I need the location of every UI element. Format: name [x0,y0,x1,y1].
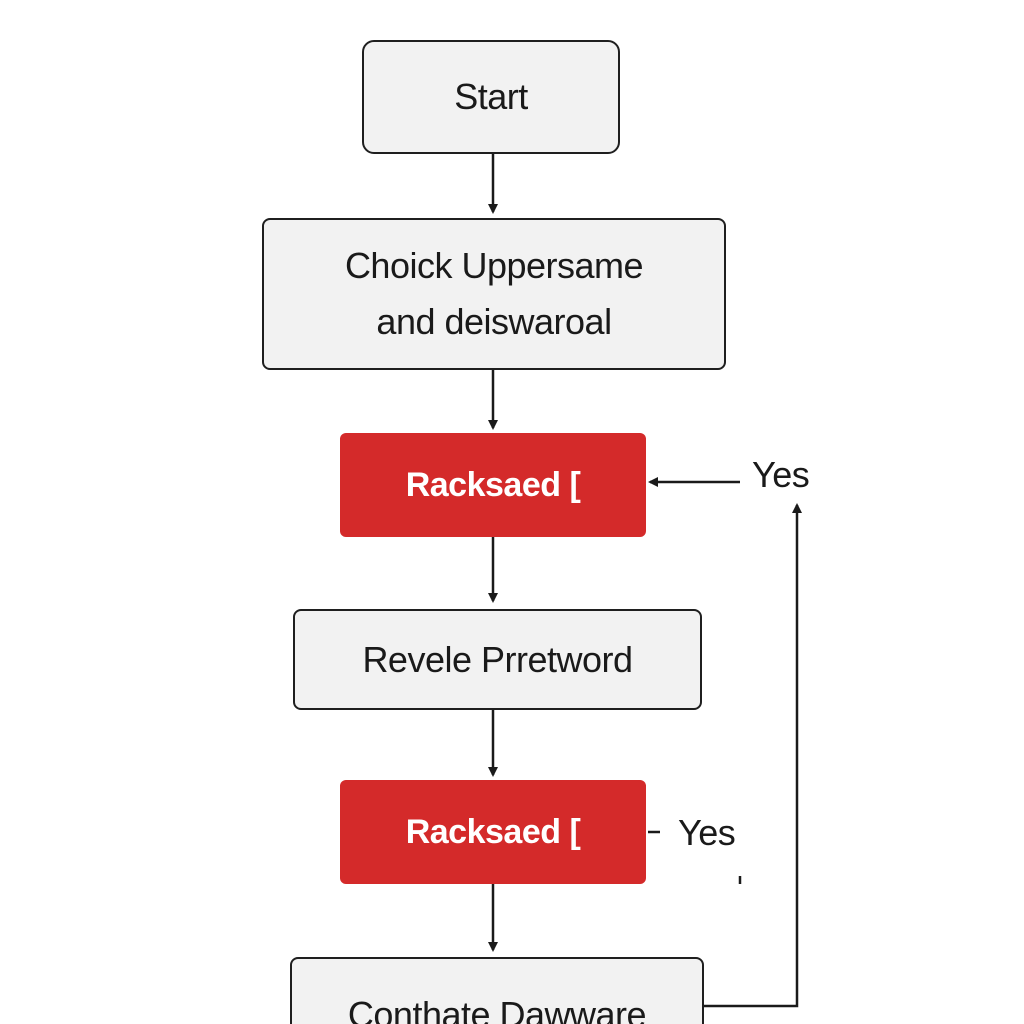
edge-label-yes-top: Yes [752,454,810,495]
edge-label-yes-bottom: Yes [678,812,736,853]
node-check: Choick Uppersame and deiswaroal [262,218,726,370]
node-decision1-label: Racksaed [ [405,465,581,504]
edge-final-loop-to-decision1 [704,503,802,1008]
node-start-label: Start [454,76,528,118]
node-decision1: Racksaed [ [340,433,646,537]
node-decision2: Racksaed [ [340,780,646,884]
node-final: Conthate Dawware [290,957,704,1024]
node-final-label: Conthate Dawware [347,994,647,1024]
node-reveal-label: Revele Prretword [362,638,633,680]
node-decision2-label: Racksaed [ [405,812,581,851]
node-start: Start [362,40,620,154]
node-reveal: Revele Prretword [293,609,702,710]
node-check-label: Choick Uppersame and deiswaroal [344,245,644,342]
